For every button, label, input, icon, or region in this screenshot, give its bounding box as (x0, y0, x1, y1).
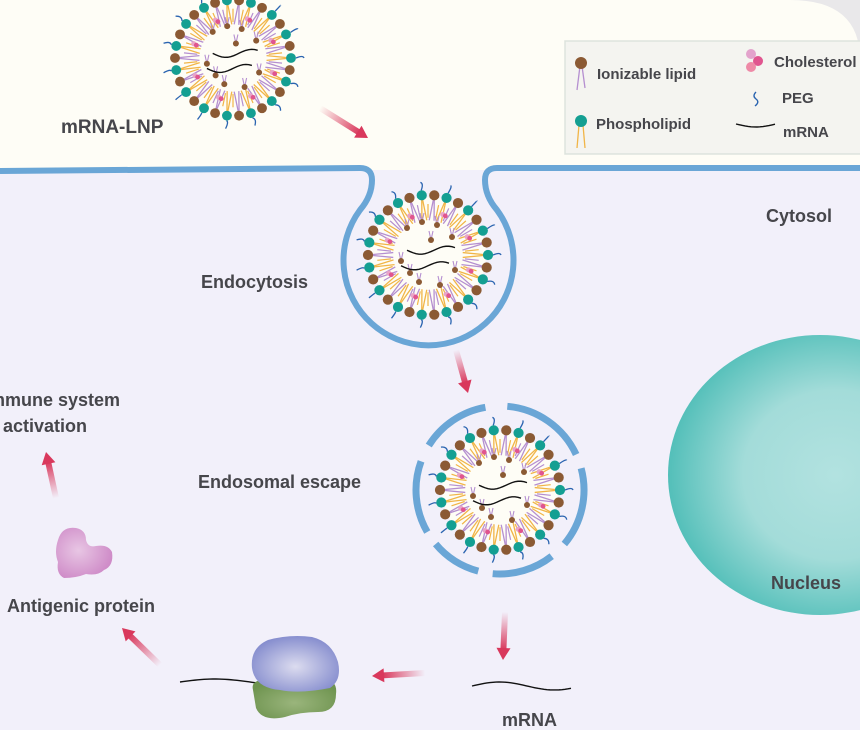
peg-icon (753, 91, 759, 107)
label-immune-activation-line2: activation (3, 416, 88, 436)
lnp-mrna-strand (212, 48, 258, 59)
endocytosed-lnp (356, 181, 502, 328)
legend-label-ionizable-lipid: Ionizable lipid (597, 66, 697, 83)
free-mrna-strand (471, 681, 572, 691)
endosome-fragment (492, 553, 554, 578)
arrow-to-escape (453, 349, 472, 393)
endosome-fragment (412, 460, 431, 534)
legend-label-phospholipid: Phospholipid (596, 116, 691, 133)
arrow-to-endocytosis (318, 105, 368, 138)
arrow-to-immune (41, 451, 59, 499)
label-mrna: mRNA (502, 710, 558, 730)
lnp-mrna-strand (400, 261, 450, 271)
lnp-mrna-strand (478, 480, 528, 490)
legend-box (564, 40, 860, 155)
cell-membrane (0, 164, 860, 349)
ribosome-large-subunit (251, 636, 339, 692)
arrow-to-ribosome (371, 668, 426, 683)
mrna-lnp-particle (163, 0, 305, 129)
legend-label-peg: PEG (782, 90, 814, 107)
antigenic-protein (56, 527, 113, 578)
label-mrna-lnp: mRNA-LNP (61, 117, 164, 138)
label-endosomal-escape: Endosomal escape (198, 472, 362, 492)
arrow-to-protein (121, 628, 163, 668)
lnp-mrna-strand (472, 496, 522, 506)
label-endocytosis: Endocytosis (201, 272, 309, 292)
label-cytosol: Cytosol (766, 206, 833, 226)
cholesterol-icon (746, 49, 763, 72)
legend-label-cholesterol: Cholesterol (774, 54, 857, 71)
mrna-icon (735, 123, 776, 128)
ionizable-lipid-icon (575, 57, 587, 91)
phospholipid-icon (575, 115, 587, 149)
arrow-to-mrna (496, 611, 511, 661)
label-nucleus: Nucleus (771, 573, 842, 593)
endosome-fragment (506, 402, 580, 457)
endosome-fragment (425, 403, 487, 448)
lnp-mrna-strand (406, 245, 456, 255)
endosome-fragment (561, 467, 588, 547)
endosome-fragment (432, 541, 480, 575)
legend-label-mrna: mRNA (783, 124, 829, 141)
nucleus (668, 335, 860, 615)
label-antigenic-protein: Antigenic protein (7, 596, 155, 616)
ruptured-endosome (412, 402, 588, 578)
lnp-mrna-strand (206, 63, 253, 74)
escaping-lnp (428, 416, 574, 563)
label-immune-activation-line1: Immune system (0, 390, 121, 410)
